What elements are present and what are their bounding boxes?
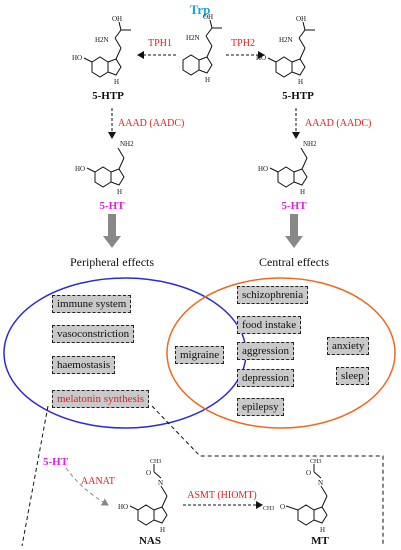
htp-left-structure: [83, 21, 131, 78]
trp-h: H: [205, 76, 210, 84]
trp-oh: OH: [203, 13, 213, 21]
nas-h: H: [160, 526, 165, 534]
nas-ch3: CH3: [150, 459, 161, 465]
ht-left-ho: HO: [75, 165, 85, 173]
mt-methoxy-o: O: [280, 503, 285, 511]
box-epilepsy: epilepsy: [237, 398, 284, 416]
htp-right-h: H: [298, 78, 303, 86]
htp-left-oh: OH: [112, 15, 122, 23]
mt-ch3: CH3: [310, 459, 321, 465]
mt-n: N: [318, 479, 323, 487]
tph1-label: TPH1: [148, 38, 172, 49]
trp-title: Trp: [190, 2, 211, 17]
nas-ho: HO: [118, 503, 128, 511]
ht-right-h: H: [300, 188, 305, 196]
box-melatonin-synthesis: melatonin synthesis: [52, 390, 150, 408]
ht-left-label: 5-HT: [99, 200, 125, 212]
ht-left-structure: [86, 147, 125, 188]
nas-label: NAS: [139, 535, 161, 547]
ht-right-ho: HO: [258, 165, 268, 173]
ht-right-structure: [269, 147, 308, 188]
nas-o: O: [146, 469, 151, 477]
htp-right-h2n: H2N: [279, 36, 293, 44]
box-food-instake: food instake: [237, 316, 302, 334]
box-schizophrenia: schizophrenia: [237, 286, 309, 304]
htp-right-oh: OH: [296, 15, 306, 23]
ht-right-label: 5-HT: [281, 200, 307, 212]
funnel-left-line: [21, 405, 49, 547]
trp-structure: [182, 19, 222, 76]
aaad-left-label: AAAD (AADC): [118, 118, 184, 129]
box-migraine: migraine: [175, 346, 225, 364]
mt-o: O: [306, 469, 311, 477]
box-aggression: aggression: [237, 342, 295, 360]
funnel-right-line: [151, 405, 384, 546]
box-anxiety: anxiety: [327, 337, 370, 355]
box-haemostasis: haemostasis: [52, 356, 116, 374]
nas-n: N: [158, 479, 163, 487]
mt-label: MT: [311, 535, 329, 547]
asmt-label: ASMT (HIOMT): [187, 490, 257, 501]
mt-methoxy-ch3: CH3: [263, 506, 274, 512]
box-sleep: sleep: [336, 367, 369, 385]
aaad-right-label: AAAD (AADC): [305, 118, 371, 129]
htp-left-h: H: [114, 78, 119, 86]
htp-left-h2n: H2N: [95, 36, 109, 44]
htp-right-label: 5-HTP: [282, 90, 314, 102]
mt-h: H: [320, 526, 325, 534]
ht-right-nh2: NH2: [303, 140, 317, 148]
htp-left-ho: HO: [72, 54, 82, 62]
aanat-label: AANAT: [81, 476, 115, 487]
ht-bottom-label: 5-HT: [43, 456, 69, 468]
box-immune-system: immune system: [52, 295, 132, 313]
aanat-arrow: [65, 467, 109, 506]
central-ellipse: [166, 277, 396, 429]
tph2-label: TPH2: [231, 38, 255, 49]
box-vasoconstriction: vasoconstriction: [52, 325, 135, 343]
central-effects-label: Central effects: [259, 255, 329, 269]
ht-left-nh2: NH2: [120, 140, 134, 148]
ht-left-h: H: [117, 188, 122, 196]
peripheral-arrow: [103, 214, 121, 248]
htp-right-structure: [267, 21, 315, 78]
nas-structure: [129, 464, 168, 526]
trp-h2n: H2N: [186, 34, 200, 42]
box-depression: depression: [237, 369, 295, 387]
htp-left-label: 5-HTP: [92, 90, 124, 102]
peripheral-effects-label: Peripheral effects: [70, 255, 154, 269]
mt-structure: [285, 464, 328, 526]
central-arrow: [285, 214, 303, 248]
